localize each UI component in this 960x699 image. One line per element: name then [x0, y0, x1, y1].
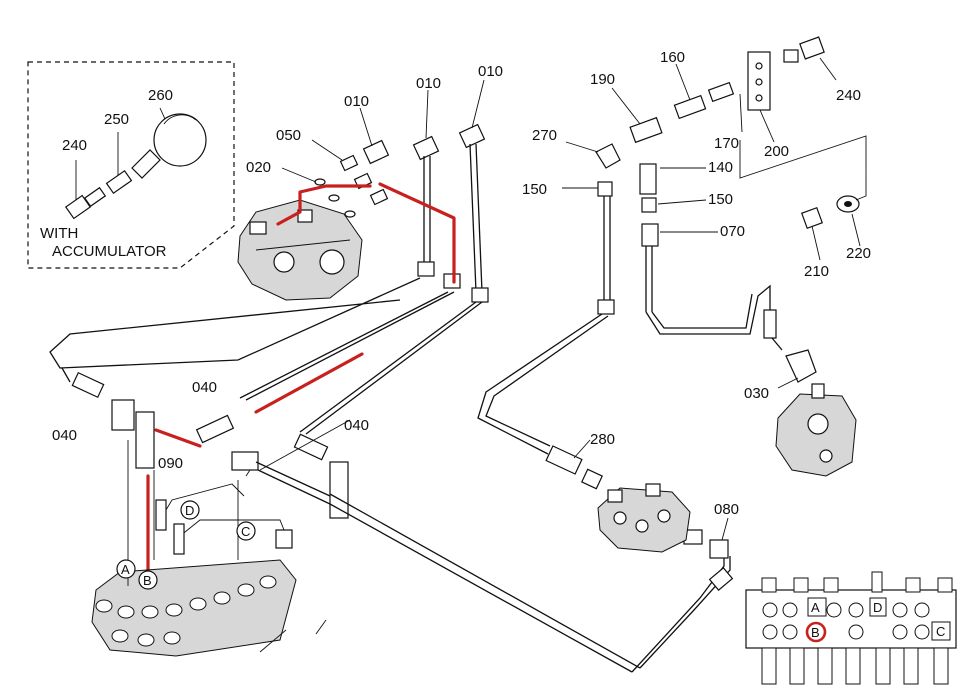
auxiliary-pump [775, 383, 857, 477]
label-080: 080 [714, 501, 739, 518]
label-020: 020 [246, 159, 271, 176]
hose-lines-right [259, 196, 817, 673]
label-150-b: 150 [708, 191, 733, 208]
label-210: 210 [804, 263, 829, 280]
label-280: 280 [590, 431, 615, 448]
label-260-inset: 260 [148, 87, 173, 104]
upper-right-fittings [595, 36, 860, 247]
label-040-c: 040 [344, 417, 369, 434]
label-200: 200 [764, 143, 789, 160]
accumulator-sphere-260 [131, 113, 207, 179]
label-240: 240 [836, 87, 861, 104]
label-190: 190 [590, 71, 615, 88]
label-040-a: 040 [52, 427, 77, 444]
control-valve-center [597, 483, 691, 553]
valve-inset-port-B: B [811, 625, 820, 640]
valve-inset-port-D: D [873, 600, 882, 615]
inset-title-line1: WITH [40, 225, 78, 242]
port-D: D [185, 503, 194, 518]
valve-inset-port-A: A [811, 600, 820, 615]
port-B: B [143, 573, 152, 588]
highlighted-hose-route [146, 182, 456, 584]
label-150-a: 150 [522, 181, 547, 198]
label-250-inset: 250 [104, 111, 129, 128]
part-labels: 010 010 010 050 020 040 040 040 090 160 … [52, 49, 871, 518]
inset-title-line2: ACCUMULATOR [52, 243, 167, 260]
accumulator-fitting-250 [105, 169, 133, 195]
label-030: 030 [744, 385, 769, 402]
label-010-b: 010 [416, 75, 441, 92]
accumulator-fitting-240 [64, 186, 107, 220]
valve-inset-port-C: C [936, 624, 945, 639]
label-050: 050 [276, 127, 301, 144]
label-040-b: 040 [192, 379, 217, 396]
accumulator-inset: 240 250 260 WITH ACCUMULATOR [27, 61, 235, 269]
valve-block-inset: A B D C [745, 571, 957, 685]
label-140: 140 [708, 159, 733, 176]
port-A: A [121, 562, 130, 577]
label-240-inset: 240 [62, 137, 87, 154]
label-070: 070 [720, 223, 745, 240]
label-090: 090 [158, 455, 183, 472]
pump-fittings [314, 123, 486, 218]
label-160: 160 [660, 49, 685, 66]
label-220: 220 [846, 245, 871, 262]
label-010-c: 010 [478, 63, 503, 80]
label-270: 270 [532, 127, 557, 144]
label-010-a: 010 [344, 93, 369, 110]
label-170: 170 [714, 135, 739, 152]
port-C: C [241, 524, 250, 539]
port-markers: A B C D [116, 500, 256, 590]
main-hydraulic-pump [237, 199, 363, 301]
hose-lines-left [49, 143, 489, 519]
control-valve-stack [91, 440, 297, 657]
